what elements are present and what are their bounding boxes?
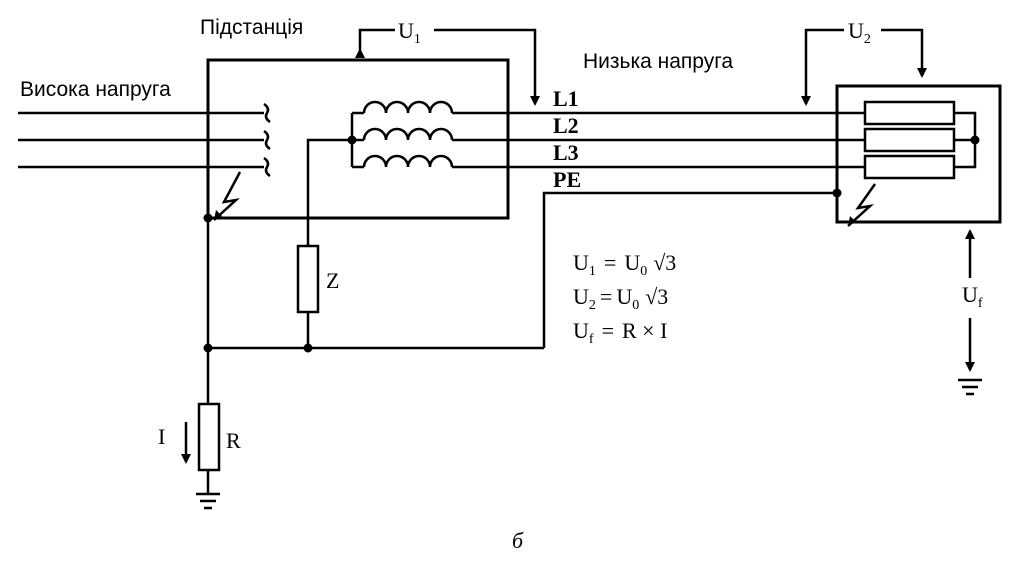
high-voltage-lines (18, 102, 271, 178)
u1-arrow-right (434, 28, 540, 106)
formula-u2: U2=U0√3 (573, 284, 668, 313)
l3-label: L3 (553, 140, 579, 165)
break-mark-3 (263, 156, 271, 178)
neutral-wire (306, 138, 352, 246)
figure-caption: б (512, 528, 524, 553)
load-l1 (863, 100, 956, 126)
transformer-windings (347, 100, 454, 169)
consumer-fault-icon (847, 183, 877, 227)
load-star-node (970, 135, 980, 145)
load-l3 (863, 154, 956, 180)
i-label: I (158, 424, 165, 449)
u1-arrow-left (355, 28, 395, 58)
u1-label: U1 (398, 18, 421, 47)
l1-label: L1 (553, 86, 579, 111)
fault-arrowhead-icon (214, 210, 222, 220)
break-mark-1 (263, 102, 271, 124)
pe-label: PE (553, 167, 581, 192)
u2-arrow-left (801, 28, 844, 106)
resistor-r (197, 402, 221, 472)
fault-icon (213, 171, 242, 221)
ground-bus-node (203, 343, 213, 353)
uf-ground-symbol-icon (958, 378, 982, 396)
substation-label: Підстанція (200, 16, 303, 39)
consumer-box (835, 84, 1002, 224)
formula-u1: U1=U0√3 (573, 250, 676, 279)
u2-label: U2 (848, 18, 871, 47)
uf-label: Uf (962, 282, 983, 311)
u2-arrow-right (881, 28, 927, 78)
z-label: Z (326, 268, 339, 293)
r-label: R (226, 428, 241, 453)
l2-label: L2 (553, 113, 579, 138)
low-voltage-label: Низька напруга (583, 50, 733, 73)
formula-uf: Uf=R × I (573, 318, 667, 347)
ground-symbol-icon (196, 492, 220, 510)
impedance-z (296, 244, 320, 314)
high-voltage-label: Висока напруга (20, 78, 171, 101)
load-l2 (863, 127, 956, 153)
break-mark-2 (263, 129, 271, 151)
pe-conductor (542, 191, 837, 348)
low-voltage-lines (452, 111, 865, 169)
